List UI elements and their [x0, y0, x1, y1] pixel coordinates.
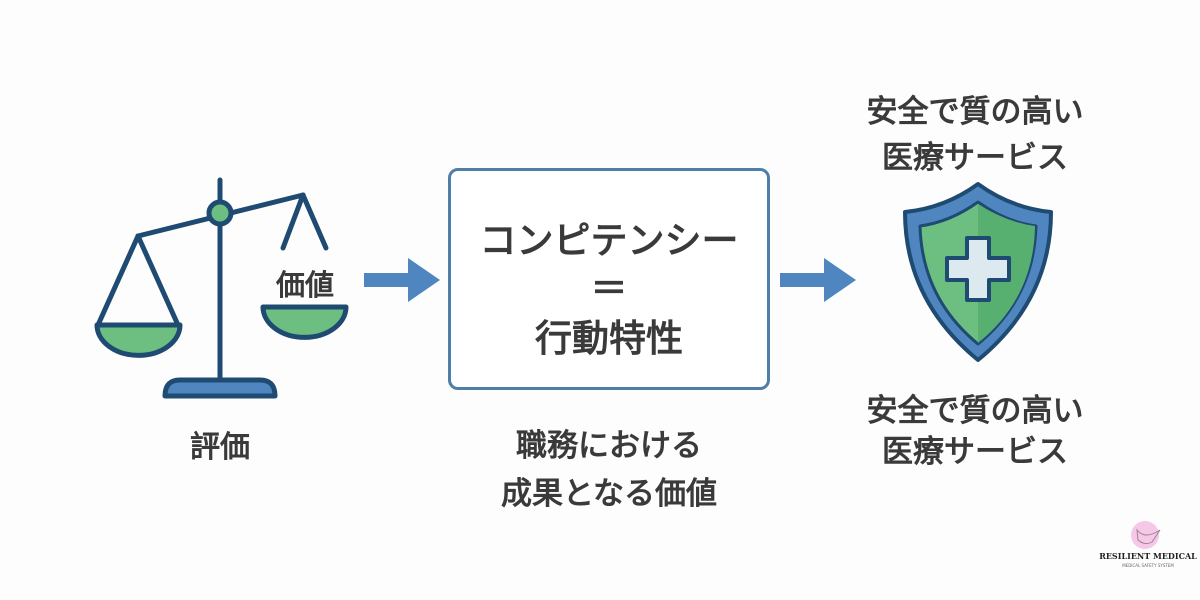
box-line-2: ＝ [590, 267, 628, 310]
competency-box [448, 168, 770, 390]
shield-top-label-2: 医療サービス [882, 140, 1068, 176]
arrow-right-icon [364, 258, 440, 302]
scale-caption: 評価 [190, 430, 250, 465]
logo-name: RESILIENT MEDICAL [1099, 551, 1197, 561]
scale-pan-label: 価値 [275, 268, 335, 302]
shield-cross-icon [903, 182, 1053, 362]
center-caption-line-1: 職務における [516, 428, 702, 464]
balance-scale-icon [94, 177, 349, 399]
shield-top-label-1: 安全で質の高い [866, 94, 1084, 130]
arrow-right-icon [780, 258, 856, 302]
box-line-1: コンピテンシー [479, 219, 739, 262]
shield-bottom-label-2: 医療サービス [882, 434, 1068, 470]
shield-bottom-label-1: 安全で質の高い [866, 393, 1084, 429]
dove-logo-icon [1131, 521, 1161, 549]
box-line-3: 行動特性 [535, 317, 683, 360]
center-caption-line-2: 成果となる価値 [500, 476, 718, 512]
logo-tagline: MEDICAL SAFETY SYSTEM [1122, 563, 1174, 568]
